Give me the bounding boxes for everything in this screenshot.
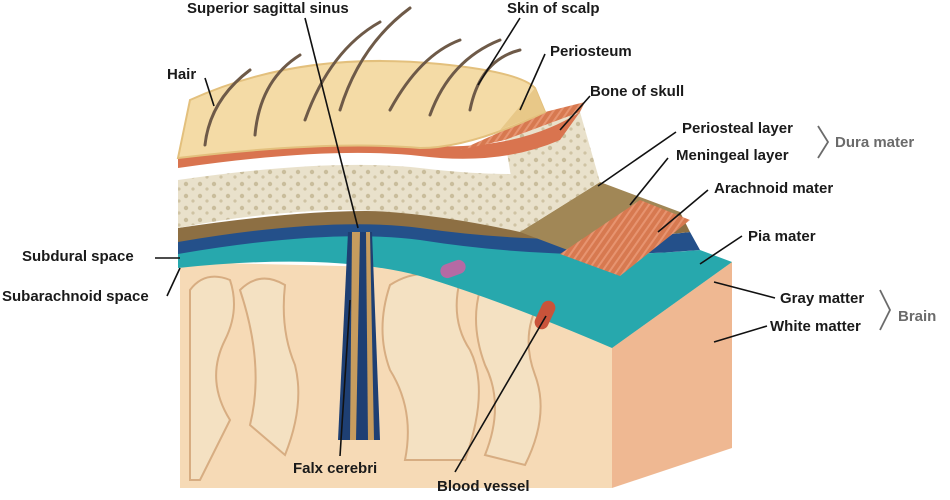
label-bone-of-skull: Bone of skull bbox=[590, 83, 684, 101]
label-periosteal-layer: Periosteal layer bbox=[682, 120, 793, 138]
label-falx-cerebri: Falx cerebri bbox=[293, 460, 377, 478]
label-skin-of-scalp: Skin of scalp bbox=[507, 0, 600, 18]
label-blood-vessel: Blood vessel bbox=[437, 478, 530, 496]
label-white-matter: White matter bbox=[770, 318, 861, 336]
label-periosteum: Periosteum bbox=[550, 43, 632, 61]
label-arachnoid-mater: Arachnoid mater bbox=[714, 180, 833, 198]
label-pia-mater: Pia mater bbox=[748, 228, 816, 246]
label-subdural-space: Subdural space bbox=[22, 248, 134, 266]
label-subarachnoid-space: Subarachnoid space bbox=[2, 288, 149, 306]
label-meningeal-layer: Meningeal layer bbox=[676, 147, 789, 165]
label-gray-matter: Gray matter bbox=[780, 290, 864, 308]
label-hair: Hair bbox=[167, 66, 196, 84]
label-brain: Brain bbox=[898, 308, 936, 326]
label-dura-mater: Dura mater bbox=[835, 134, 914, 152]
scalp-layer bbox=[178, 61, 545, 158]
label-superior-sagittal-sinus: Superior sagittal sinus bbox=[187, 0, 349, 18]
